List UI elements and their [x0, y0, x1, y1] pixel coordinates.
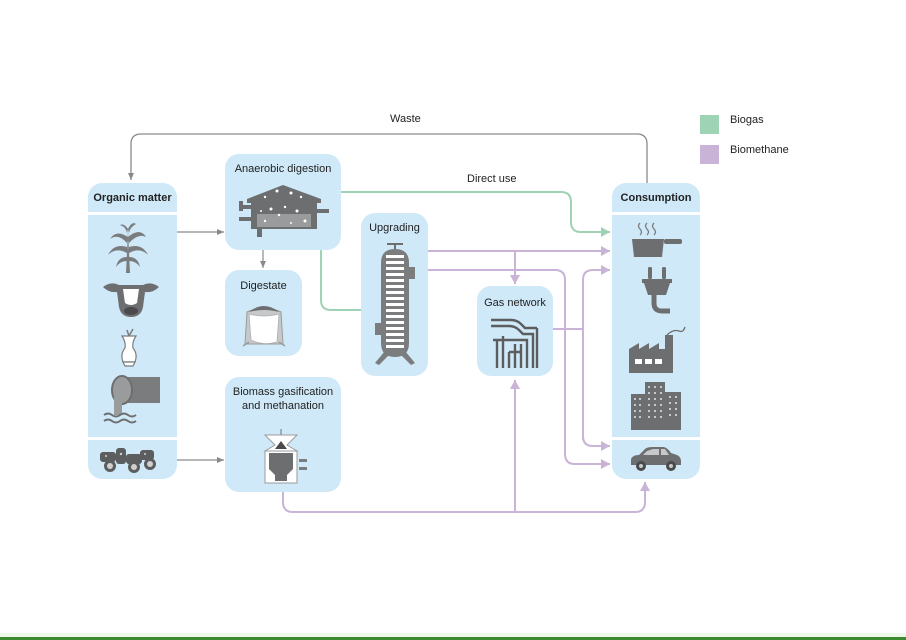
anaerobic-digestion-node[interactable]: Anaerobic digestion: [225, 154, 341, 250]
legend-label-biogas: Biogas: [730, 114, 764, 126]
gas-network-title: Gas network: [484, 297, 546, 309]
organic-matter-title: Organic matter: [93, 192, 172, 204]
gas-network-node[interactable]: Gas network: [477, 286, 553, 376]
wastewater-pipe-icon: [103, 375, 160, 424]
digester-tank-icon: [239, 185, 329, 237]
upgrading-column-icon: [375, 243, 415, 365]
gasifier-icon: [263, 429, 307, 484]
direct-use-label: Direct use: [467, 173, 517, 185]
cow-icon: [103, 283, 159, 317]
gasification-title-line1: Biomass gasification: [232, 386, 334, 398]
wood-pellets-icon: [100, 448, 156, 473]
bottom-accent-bar: [0, 637, 906, 640]
consumption-node[interactable]: Consumption: [612, 183, 700, 479]
car-icon: [631, 447, 681, 471]
digestion-to-upgrading-line: [320, 250, 361, 311]
pipeline-network-icon: [491, 318, 539, 368]
gasification-output-line: [282, 482, 650, 513]
upgrading-title: Upgrading: [369, 222, 420, 234]
buildings-icon: [631, 382, 681, 430]
legend-swatch-biogas: [700, 115, 719, 134]
organic-matter-header: [88, 183, 177, 212]
legend-swatch-biomethane: [700, 145, 719, 164]
bottom-fade: [0, 633, 906, 637]
power-plug-icon: [642, 267, 672, 314]
consumption-header: [612, 183, 700, 212]
upgrading-node[interactable]: Upgrading: [361, 213, 428, 376]
digestate-node[interactable]: Digestate: [225, 270, 302, 356]
apple-core-icon: [120, 328, 138, 367]
digestate-title: Digestate: [240, 280, 287, 292]
fertilizer-bag-icon: [242, 306, 286, 347]
factory-icon: [629, 326, 686, 373]
maize-icon: [108, 223, 148, 273]
upgrading-to-car-line: [428, 269, 610, 469]
direct-use-flow-line: [341, 191, 610, 237]
gasification-title-line2: and methanation: [242, 400, 324, 412]
cooking-pot-icon: [632, 222, 682, 257]
waste-label: Waste: [390, 113, 421, 125]
gasnetwork-to-consumption-top-line: [582, 265, 610, 440]
gasification-node[interactable]: Biomass gasification and methanation: [225, 377, 341, 492]
legend-label-biomethane: Biomethane: [730, 144, 789, 156]
organic-matter-node[interactable]: Organic matter: [88, 183, 177, 479]
gasnetwork-to-car-line: [582, 430, 610, 451]
anaerobic-digestion-title: Anaerobic digestion: [234, 163, 332, 175]
waste-flow-line: [128, 133, 648, 183]
consumption-title: Consumption: [620, 192, 692, 204]
